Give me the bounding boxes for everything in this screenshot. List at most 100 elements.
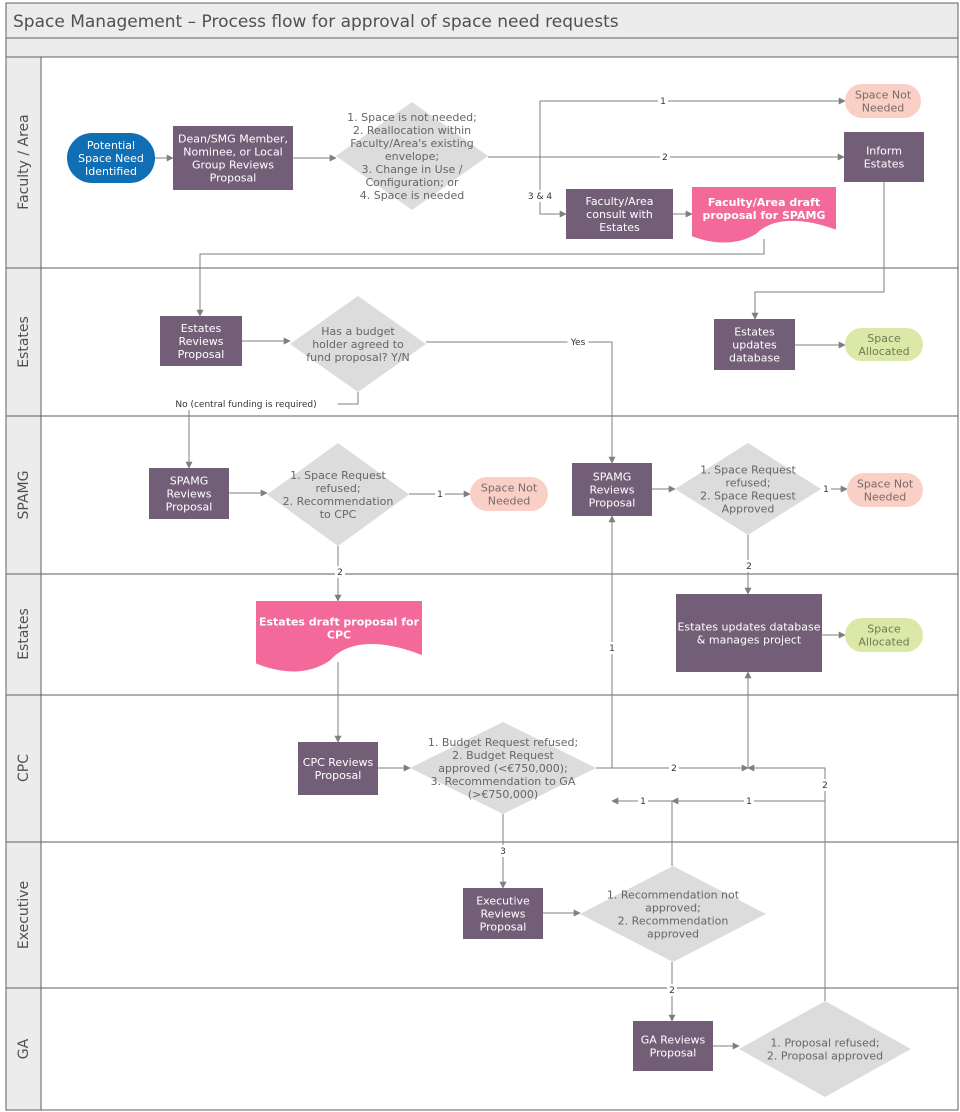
connector-cpc-decision-1-to-spamg2 xyxy=(596,515,616,769)
node-label-line: Needed xyxy=(488,495,531,508)
node-label-line: Inform xyxy=(866,145,902,158)
decision-shape xyxy=(336,102,488,210)
node-label-line: Estates xyxy=(734,326,775,339)
lane-label-estates: Estates xyxy=(16,316,32,368)
node-label-line: Estates xyxy=(181,322,222,335)
end-terminal xyxy=(470,477,548,511)
process-shape xyxy=(463,888,543,939)
connector-fac-decision-to-consult xyxy=(539,157,567,218)
node-label-line: 1. Budget Request refused; xyxy=(428,736,578,749)
edge-label-ga-2: 2 xyxy=(822,781,828,791)
node-label-line: fund proposal? Y/N xyxy=(306,351,410,364)
node-label-line: Estates xyxy=(864,158,905,171)
node-label-line: 2. Proposal approved xyxy=(767,1050,883,1063)
node-label-line: & manages project xyxy=(697,634,802,647)
process-shape xyxy=(566,189,673,239)
edge-label-bg xyxy=(820,779,830,791)
node-label-line: Space Not xyxy=(855,89,912,102)
node-label-line: Space Not xyxy=(857,478,914,491)
edge-label-bg xyxy=(744,560,754,572)
node-label-line: Proposal xyxy=(178,348,225,361)
node-label-line: 2. Budget Request xyxy=(452,749,554,762)
edge-label-cpc-2: 2 xyxy=(671,764,677,774)
node-label-line: approved; xyxy=(645,902,701,915)
end-terminal xyxy=(847,473,923,507)
node-label-line: Identified xyxy=(85,165,137,178)
node-label-line: Potential xyxy=(87,139,135,152)
node-label-line: Executive xyxy=(476,895,530,908)
node-estates-manages: Estates updates database& manages projec… xyxy=(676,594,822,672)
edge-label-spamg1-1: 1 xyxy=(437,490,443,500)
node-label-line: Group Reviews xyxy=(192,159,274,172)
node-label-line: 3. Recommendation to GA xyxy=(431,775,576,788)
node-label-line: (>€750,000) xyxy=(468,788,538,801)
node-label-line: Needed xyxy=(862,102,905,115)
edge-label-bg xyxy=(638,795,648,807)
node-label: 1. Space is not needed;2. Reallocation w… xyxy=(347,111,477,202)
end-terminal xyxy=(845,328,923,361)
node-label-line: database xyxy=(729,352,780,365)
node-label-line: consult with xyxy=(586,208,653,221)
node-label-line: Proposal xyxy=(210,172,257,185)
edge-label-bg xyxy=(660,151,670,163)
node-cpc-decision: 1. Budget Request refused;2. Budget Requ… xyxy=(410,722,596,814)
node-label-line: refused; xyxy=(315,482,360,495)
end-terminal xyxy=(845,618,923,652)
node-label-line: Estates draft proposal for xyxy=(259,616,420,629)
edge-label-bg xyxy=(667,984,677,996)
decision-shape xyxy=(267,443,409,546)
node-label-line: 1. Space Request xyxy=(700,464,796,477)
node-label-line: Reviews xyxy=(481,908,526,921)
node-label-line: Allocated xyxy=(858,345,909,358)
node-label-line: SPAMG xyxy=(593,471,631,484)
header-strip xyxy=(5,37,959,58)
edge-label-bg xyxy=(498,845,508,857)
edge-label-cpc-3: 3 xyxy=(500,847,506,857)
decision-shape xyxy=(410,722,596,814)
node-label-line: Allocated xyxy=(858,636,909,649)
edge-label-cpc-1: 1 xyxy=(609,644,615,654)
edge-label-bg xyxy=(669,762,679,774)
connector-draft-to-estates-reviews xyxy=(196,239,765,317)
lane-label-spamg: SPAMG xyxy=(16,471,32,520)
node-label-line: 3. Change in Use / xyxy=(362,163,463,176)
connector-inform-to-updates xyxy=(751,182,885,320)
node-label-line: Faculty/Area's existing xyxy=(350,137,473,150)
node-label-line: Approved xyxy=(722,503,775,516)
node-label-line: 4. Space is needed xyxy=(360,189,465,202)
edge-label-bg xyxy=(567,336,589,348)
node-label: 1. Proposal refused;2. Proposal approved xyxy=(767,1037,883,1063)
node-label-line: CPC Reviews xyxy=(303,756,374,769)
node-label-line: Space xyxy=(867,332,901,345)
node-label-line: Reviews xyxy=(179,335,224,348)
process-shape xyxy=(298,742,378,795)
start-terminal xyxy=(67,133,155,183)
lane-label-executive: Executive xyxy=(16,881,32,949)
process-shape xyxy=(572,463,652,516)
edge-label-spamg2-1: 1 xyxy=(823,485,829,495)
node-label: Estates updates database& manages projec… xyxy=(677,621,820,647)
edge-label-ga-1: 1 xyxy=(746,797,752,807)
node-label-line: 1. Space is not needed; xyxy=(347,111,477,124)
